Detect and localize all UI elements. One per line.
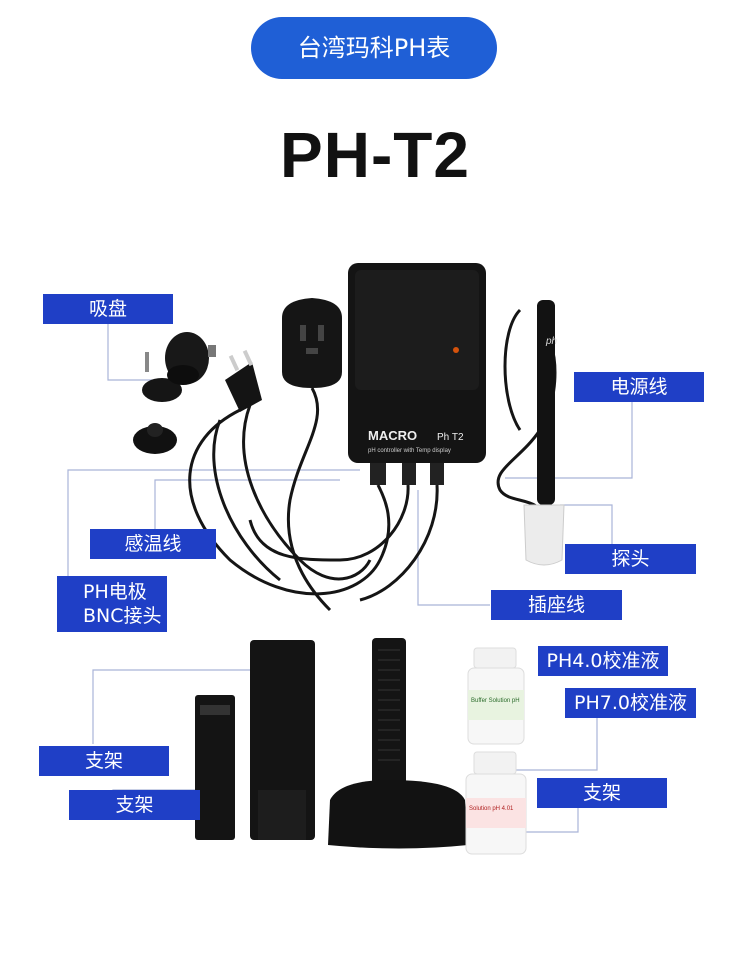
- stand-parts: [195, 638, 468, 849]
- label-temp-sensor: 感温线: [90, 529, 216, 559]
- socket-adapter: [282, 298, 342, 388]
- brand-pill: 台湾玛科PH表: [251, 17, 497, 79]
- label-socket-cable: 插座线: [491, 590, 622, 620]
- suction-cups: [133, 332, 216, 454]
- cables: [188, 387, 439, 612]
- device-brand: MACRO: [368, 428, 417, 443]
- calibration-bottles: Buffer Solution pH Solution pH 4.01: [465, 647, 527, 855]
- probe-mark: ph: [545, 336, 558, 347]
- label-stand-left-2: 支架: [69, 790, 200, 820]
- model-title: PH-T2: [280, 119, 470, 191]
- power-plug: [225, 349, 262, 412]
- label-ph7-solution: PH7.0校准液: [565, 688, 696, 718]
- device-model-mark: Ph T2: [437, 432, 464, 443]
- ph-probe: ph: [496, 300, 565, 566]
- label-stand-left-1: 支架: [39, 746, 169, 776]
- label-ph4-solution: PH4.0校准液: [538, 646, 668, 676]
- label-probe-tip: 探头: [565, 544, 696, 574]
- ph4-bottle-label: Buffer Solution pH: [471, 698, 520, 704]
- ph7-bottle-label: Solution pH 4.01: [469, 806, 514, 812]
- label-power-cord: 电源线: [574, 372, 704, 402]
- label-stand-right: 支架: [537, 778, 667, 808]
- label-ph-electrode: PH电极 BNC接头: [57, 576, 167, 632]
- controller-box: MACRO Ph T2 pH controller with Temp disp…: [348, 263, 486, 485]
- label-suction-cup: 吸盘: [43, 294, 173, 324]
- device-subtitle: pH controller with Temp display: [368, 448, 451, 454]
